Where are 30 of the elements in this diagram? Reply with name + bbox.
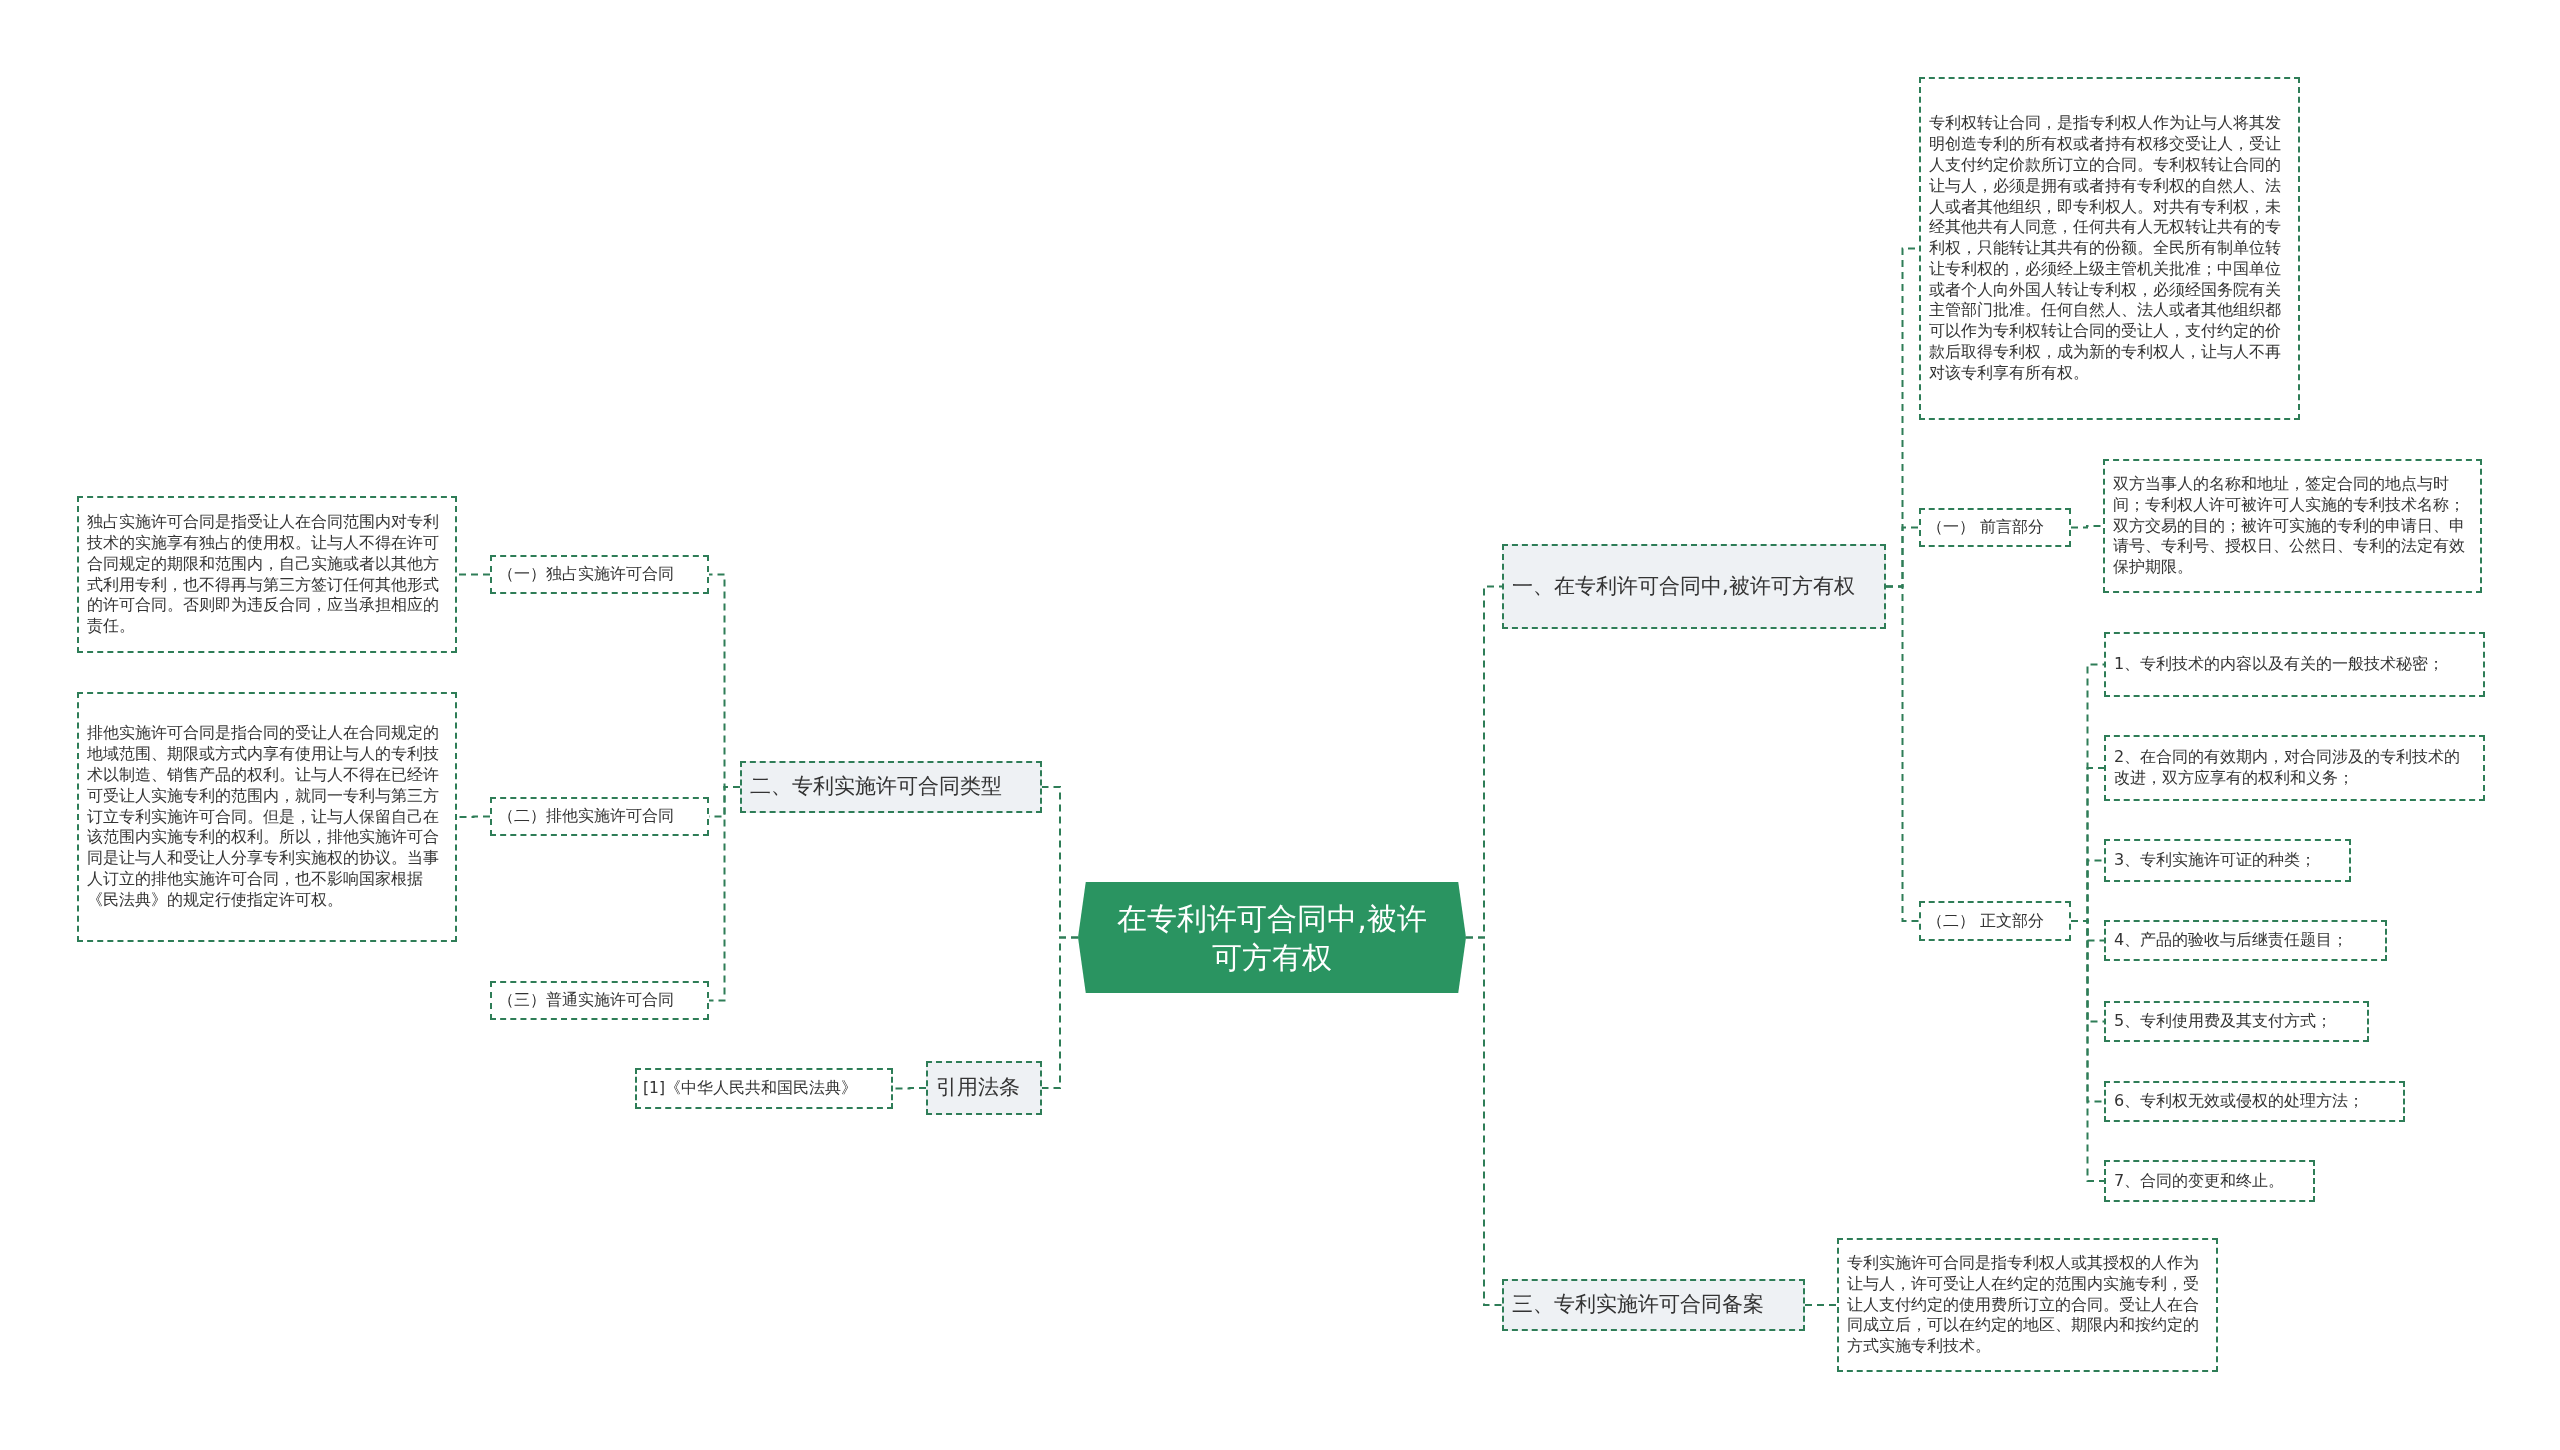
- topic-box: 一、在专利许可合同中,被许可方有权: [1502, 544, 1886, 629]
- connector: [708, 786, 741, 1002]
- item-box: 4、产品的验收与后继责任题目；: [2104, 920, 2387, 961]
- note-box: 专利实施许可合同是指专利权人或其授权的人作为让与人，许可受让人在约定的范围内实施专利，受让人支付约定的使用费所订立的合同。受让人在合同成立后，可以在约定的地区、期限内和按约定的方式实施专利技术。: [1837, 1238, 2218, 1372]
- subtopic-box: （一）独占实施许可合同: [490, 555, 709, 594]
- connector: [1041, 936, 1079, 1089]
- item-box: 6、专利权无效或侵权的处理方法；: [2104, 1081, 2405, 1122]
- topic-box: 二、专利实施许可合同类型: [740, 761, 1042, 813]
- connector: [456, 573, 491, 576]
- subtopic-box: （二） 正文部分: [1919, 901, 2071, 941]
- note-box: 排他实施许可合同是指合同的受让人在合同规定的地域范围、期限或方式内享有使用让与人的专利技术以制造、销售产品的权利。让与人不得在已经许可受让人实施专利的范围内，就同一专利与第三方订立专利实施许可合同。但是，让与人保留自己在该范围内实施专利的权利。所以，排他实施许可合同是让与人和受让人分享专利实施权的协议。当事人订立的排他实施许可合同，也不影响国家根据《民法典》的规定行使指定许可权。: [77, 692, 457, 942]
- item-box: 3、专利实施许可证的种类；: [2104, 839, 2351, 882]
- note-box: 独占实施许可合同是指受让人在合同范围内对专利技术的实施享有独占的使用权。让与人不得在许可合同规定的期限和范围内，自己实施或者以其他方式利用专利，也不得再与第三方签订任何其他形式的许可合同。否则即为违反合同，应当承担相应的责任。: [77, 496, 457, 653]
- item-box: 2、在合同的有效期内，对合同涉及的专利技术的改进，双方应享有的权利和义务；: [2104, 735, 2485, 801]
- subtopic-box: （一） 前言部分: [1919, 508, 2071, 547]
- subtopic-box: （二）排他实施许可合同: [490, 797, 709, 836]
- item-box: 1、专利技术的内容以及有关的一般技术秘密；: [2104, 632, 2485, 697]
- reference-box: [1]《中华人民共和国民法典》: [635, 1068, 893, 1109]
- item-box: 5、专利使用费及其支付方式；: [2104, 1001, 2369, 1042]
- note-box: 双方当事人的名称和地址，签定合同的地点与时间；专利权人许可被许可人实施的专利技术名称；双方交易的目的；被许可实施的专利的申请日、申请号、专利号、授权日、公然日、专利的法定有效保护期限。: [2103, 459, 2482, 593]
- note-box: 专利权转让合同，是指专利权人作为让与人将其发明创造专利的所有权或者持有权移交受让人，受让人支付约定价款所订立的合同。专利权转让合同的让与人，必须是拥有或者持有专利权的自然人、法人或者其他组织，即专利权人。对共有专利权，未经其他共有人同意，任何共有人无权转让共有的专利权，只能转让其共有的份额。全民所有制单位转让专利权的，必须经上级主管机关批准；中国单位或者个人向外国人转让专利权，必须经国务院有关主管部门批准。任何自然人、法人或者其他组织都可以作为专利权转让合同的受让人，支付约定的价款后取得专利权，成为新的专利权人，让与人不再对该专利享有所有权。: [1919, 77, 2300, 420]
- subtopic-box: （三）普通实施许可合同: [490, 981, 709, 1020]
- connector: [1804, 1304, 1838, 1306]
- topic-box: 三、专利实施许可合同备案: [1502, 1279, 1805, 1331]
- connector: [1465, 936, 1503, 1306]
- connector: [2070, 920, 2105, 1182]
- connector: [2070, 525, 2104, 529]
- item-box: 7、合同的变更和终止。: [2104, 1160, 2315, 1202]
- connector: [1885, 585, 1920, 922]
- topic-box: 引用法条: [926, 1061, 1042, 1115]
